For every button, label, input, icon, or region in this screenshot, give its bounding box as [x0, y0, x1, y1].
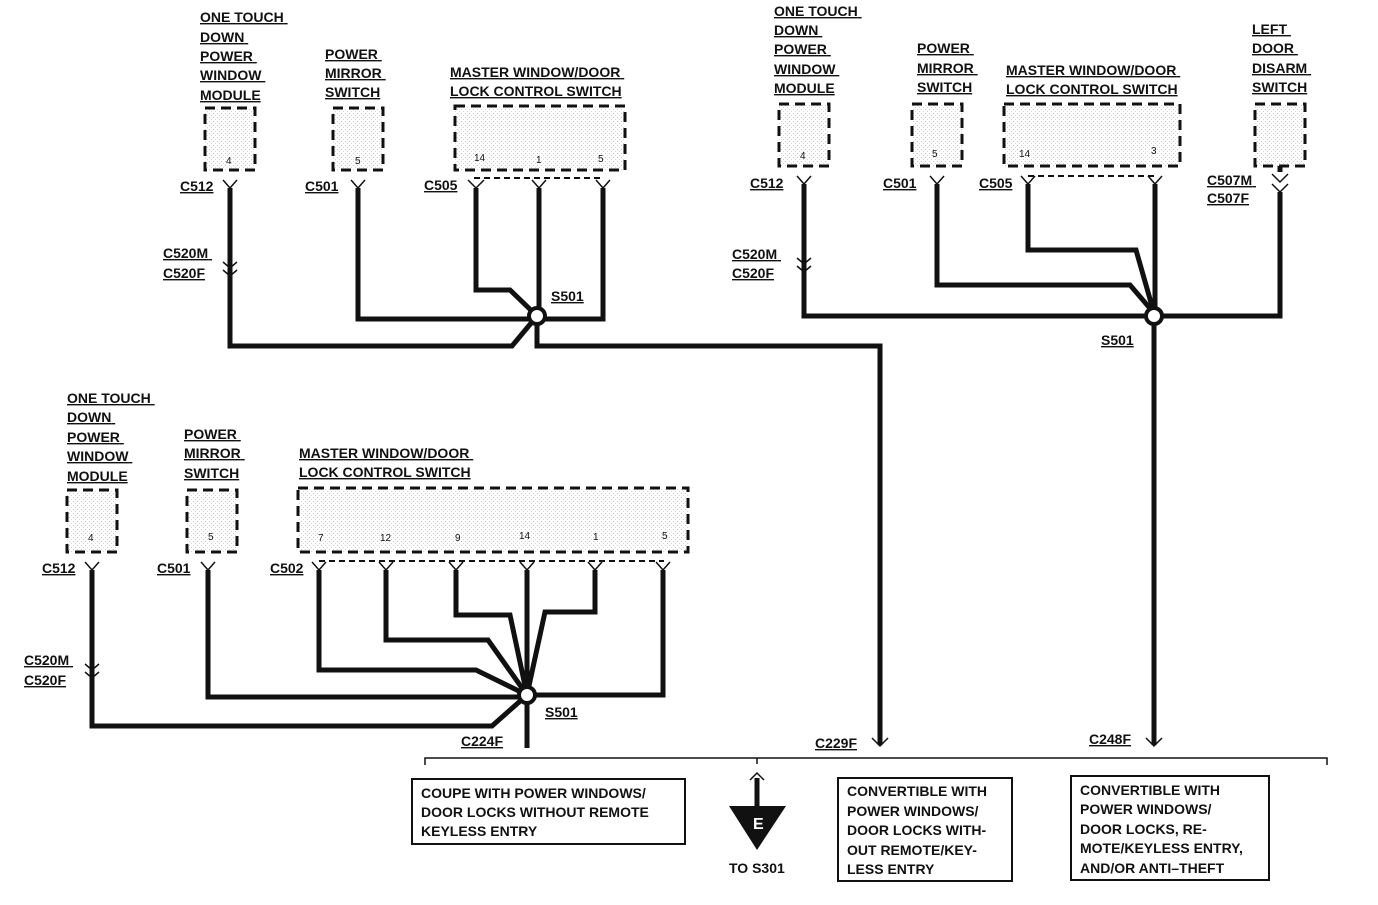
ground-destination-label: TO S301 [729, 860, 785, 876]
splice-dot [1144, 306, 1164, 326]
master-switch-box [1002, 102, 1182, 168]
note-convertible-keyless: CONVERTIBLE WITH POWER WINDOWS/ DOOR LOC… [1070, 775, 1270, 881]
ground-symbol [729, 806, 786, 850]
wire [524, 570, 598, 696]
svg-text:CONVERTIBLE WITH POWER W: CONVERTIBLE WITH POWER WINDOWS/ DOOR LOC… [847, 783, 991, 877]
wire [227, 188, 539, 349]
splice-label: S501 [551, 288, 584, 304]
mirror-switch-label: POWER MIRROR SWITCH [917, 40, 978, 95]
mirror-switch-label: POWER MIRROR SWITCH [184, 426, 245, 481]
splice-label: S501 [545, 704, 578, 720]
ground-bracket: E TO S301 [424, 757, 1328, 876]
master-switch-box [296, 486, 690, 554]
connector-label: C248F [1089, 731, 1131, 747]
svg-text:CONVERTIBLE WITH POWER W: CONVERTIBLE WITH POWER WINDOWS/ DOOR LOC… [1080, 782, 1247, 876]
wire [383, 570, 530, 697]
mirror-pin: 5 [932, 149, 938, 160]
module-pin: 4 [88, 533, 94, 544]
disarm-switch-label: LEFT DOOR DISARM SWITCH [1252, 21, 1311, 95]
module-box [203, 106, 257, 172]
master-pin: 14 [519, 531, 531, 542]
master-pin: 14 [474, 153, 486, 164]
inline-connector-label: C520M C520F [24, 652, 73, 688]
mirror-switch-box [910, 102, 964, 168]
connector-label: C505 [424, 177, 458, 193]
panel-convertible-keyless: ONE TOUCH DOWN POWER WINDOW MODULE POWER… [732, 3, 1311, 748]
connector-label: C512 [42, 560, 76, 576]
connector-label: C501 [305, 178, 339, 194]
wire [534, 316, 883, 745]
master-switch-label: MASTER WINDOW/DOOR LOCK CONTROL SWITCH [450, 64, 624, 99]
connector-label: C512 [750, 175, 784, 191]
wire [934, 184, 1156, 315]
module-box [777, 102, 831, 168]
splice-dot [527, 306, 547, 326]
master-pin: 5 [662, 531, 668, 542]
splice-label: S501 [1101, 332, 1134, 348]
connector-label: C224F [461, 733, 503, 749]
inline-connector-label: C520M C520F [732, 246, 781, 281]
master-pin: 14 [1019, 149, 1031, 160]
master-switch-box [453, 104, 627, 172]
master-pin: 9 [455, 533, 461, 544]
mirror-pin: 5 [208, 532, 214, 543]
mirror-switch-box [185, 488, 239, 554]
panel-convertible: ONE TOUCH DOWN POWER WINDOW MODULE POWER… [163, 9, 889, 751]
wire [89, 570, 529, 729]
wire [1154, 166, 1283, 319]
module-label: ONE TOUCH DOWN POWER WINDOW MODULE [67, 390, 155, 484]
wire [316, 570, 529, 698]
wire [453, 570, 530, 696]
connector-label: C229F [815, 735, 857, 751]
master-switch-label: MASTER WINDOW/DOOR LOCK CONTROL SWITCH [1006, 62, 1180, 97]
wire [537, 188, 606, 322]
wire [527, 570, 666, 698]
wire [1025, 184, 1157, 314]
module-box [65, 488, 119, 554]
wire [205, 570, 527, 700]
connector-label: C501 [157, 560, 191, 576]
ground-id: E [753, 816, 764, 833]
wire [801, 184, 1154, 319]
module-pin: 4 [226, 156, 232, 167]
mirror-switch-label: POWER MIRROR SWITCH [325, 46, 386, 100]
disarm-switch-box [1253, 102, 1307, 168]
panel-coupe: ONE TOUCH DOWN POWER WINDOW MODULE POWER… [24, 390, 690, 749]
inline-connector-label: C507M C507F [1207, 172, 1256, 206]
master-pin: 12 [380, 533, 392, 544]
master-pin: 1 [593, 532, 599, 543]
connector-label: C501 [883, 175, 917, 191]
note-convertible: CONVERTIBLE WITH POWER WINDOWS/ DOOR LOC… [837, 777, 1013, 882]
module-label: ONE TOUCH DOWN POWER WINDOW MODULE [774, 3, 862, 96]
note-coupe: COUPE WITH POWER WINDOWS/ DOOR LOCKS WIT… [411, 778, 686, 845]
module-pin: 4 [800, 151, 806, 162]
wire [355, 188, 537, 322]
wire [473, 188, 539, 318]
master-switch-label: MASTER WINDOW/DOOR LOCK CONTROL SWITCH [299, 445, 473, 480]
connector-label: C512 [180, 178, 214, 194]
splice-dot [517, 685, 537, 705]
connector-label: C505 [979, 175, 1013, 191]
master-pin: 3 [1151, 146, 1157, 157]
connector-label: C502 [270, 560, 304, 576]
master-pin: 1 [536, 155, 542, 166]
mirror-switch-box [331, 106, 385, 172]
mirror-pin: 5 [355, 156, 361, 167]
inline-connector-label: C520M C520F [163, 245, 212, 281]
svg-text:COUPE WITH POWER WINDOWS/: COUPE WITH POWER WINDOWS/ DOOR LOCKS WIT… [421, 785, 653, 839]
master-pin: 5 [598, 154, 604, 165]
master-pin: 7 [318, 533, 324, 544]
module-label: ONE TOUCH DOWN POWER WINDOW MODULE [200, 9, 288, 103]
